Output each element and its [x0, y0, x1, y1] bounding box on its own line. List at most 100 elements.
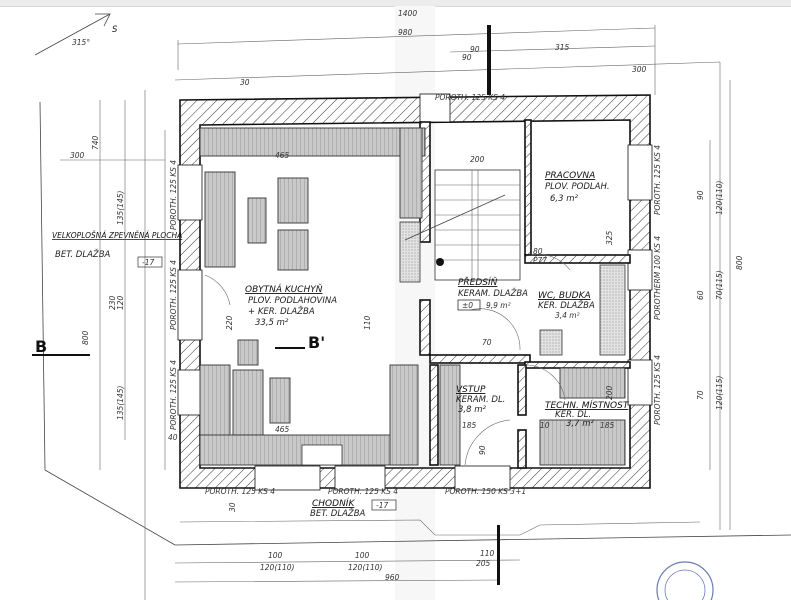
dim-text: 800 [81, 330, 90, 345]
right-dimensions: 800 90 120(110) 60 70(115) 70 120(115) [696, 80, 744, 530]
site-lines [39, 61, 791, 600]
window-right-2 [627, 249, 653, 291]
dim-text: P77 [533, 256, 547, 265]
room-entry: VSTUP KERAM. DL. 3,8 m² 185 90 [456, 385, 505, 455]
outer-walls [177, 93, 653, 491]
window-label: POROTH. 125 KS 4 [169, 360, 178, 430]
dim-text: 90 [462, 53, 472, 62]
dim-text: 315 [555, 43, 570, 52]
room-floor: + KER. DLAŽBA [248, 305, 315, 317]
dim-text: 100 [355, 551, 370, 560]
dim-text: 200 [470, 155, 485, 164]
door-swings [204, 254, 571, 466]
dim-text: 135(145) [116, 190, 125, 225]
room-floor: PLOV. PODLAHOVINA [248, 296, 337, 306]
dim-text: 80 [533, 247, 543, 256]
window-bottom-1 [254, 465, 321, 491]
walkway-label: CHODNÍK [312, 497, 355, 509]
window-label: POROTH. 125 KS 4 [653, 145, 662, 215]
window-label: POROTH. 125 KS 4 [435, 93, 505, 102]
room-name: PRACOVNA [545, 171, 595, 181]
window-label: POROTH. 125 KS 4 [205, 487, 275, 496]
section-marker-a [487, 25, 491, 95]
window-label: POROTH. 150 KS 3+1 [445, 487, 526, 496]
north-label: S [112, 25, 118, 35]
room-kitchen: OBYTNÁ KUCHYŇ PLOV. PODLAHOVINA + KER. D… [225, 151, 372, 434]
angle-label: 315° [72, 38, 90, 47]
dim-text: 230 [108, 295, 117, 310]
room-name: WC, BUDKA [538, 291, 591, 301]
section-b-prime-label: B' [308, 333, 325, 352]
room-floor: PLOV. PODLAH. [545, 182, 610, 192]
north-arrow: S 315° [34, 13, 118, 56]
entrance-door[interactable] [454, 465, 511, 491]
left-dimensions: 300 740 800 230 120 135(145) 135(145) 40 [60, 100, 178, 470]
level-text: ±0 [462, 301, 473, 310]
dim-text: 10 [540, 421, 550, 430]
dim-text: 40 [168, 433, 178, 442]
dim-text: 465 [275, 151, 290, 160]
section-marker-a-bottom [497, 525, 500, 585]
room-name: PŘEDSÍŇ [458, 276, 498, 288]
window-label: POROTHERM 100 KS 4 [653, 236, 662, 320]
dim-text: 70(115) [715, 270, 724, 300]
room-area: 6,3 m² [550, 194, 578, 204]
room-floor: KER. DL. [555, 410, 591, 420]
approval-stamp [656, 561, 714, 600]
dim-text: 960 [385, 573, 400, 582]
window-right-3 [627, 359, 653, 406]
room-area: 3,7 m² [566, 419, 594, 429]
room-area: 33,5 m² [255, 318, 289, 328]
paved-area-level: -17 [142, 258, 154, 267]
paved-area-material: BET. DLAŽBA [55, 248, 111, 260]
room-floor: KER. DLAŽBA [538, 299, 595, 311]
room-floor: KERAM. DL. [456, 395, 505, 405]
section-b-label: B [35, 337, 47, 356]
interior-walls [419, 119, 631, 469]
room-study: PRACOVNA PLOV. PODLAH. 6,3 m² 325 80 P77 [533, 171, 614, 265]
room-area: 3,4 m² [555, 311, 580, 320]
exterior-paved-area: VELKOPLOŠNÁ ZPEVNĚNÁ PLOCHA BET. DLAŽBA … [52, 231, 182, 268]
room-floor: KERAM. DLAŽBA [458, 287, 528, 299]
paved-area-label: VELKOPLOŠNÁ ZPEVNĚNÁ PLOCHA [52, 231, 182, 240]
dim-text: 200 [605, 385, 614, 400]
dim-text: 110 [480, 549, 495, 558]
exterior-walkway: CHODNÍK BET. DLAŽBA -17 [310, 497, 397, 519]
room-area: 9,9 m² [486, 301, 511, 310]
door-left[interactable] [177, 269, 203, 341]
furniture [199, 127, 626, 466]
window-bottom-2 [334, 465, 386, 491]
dim-text: 220 [225, 315, 234, 330]
window-left-3 [177, 369, 203, 416]
dim-text: 120(110) [715, 180, 724, 215]
dim-text: 465 [275, 425, 290, 434]
dim-text: 30 [228, 502, 237, 512]
room-name: OBYTNÁ KUCHYŇ [245, 283, 323, 295]
bottom-dimensions: 100 120(110) 100 120(110) 110 205 960 30 [174, 502, 521, 585]
window-label: POROTH. 125 KS 4 [169, 160, 178, 230]
dim-text: 70 [482, 338, 492, 347]
room-tech: TECHN. MÍSTNOST KER. DL. 3,7 m² 185 10 2… [540, 385, 630, 430]
dim-text: 185 [462, 421, 477, 430]
dim-text: 30 [240, 78, 250, 87]
dim-text: 980 [398, 28, 413, 37]
room-name: TECHN. MÍSTNOST [545, 399, 630, 411]
dim-text: 120 [116, 295, 125, 310]
window-label: POROTH. 125 KS 4 [653, 355, 662, 425]
dim-text: 325 [605, 230, 614, 245]
staircase[interactable]: 200 [404, 155, 521, 281]
dim-text: 120(110) [348, 563, 383, 572]
window-label: POROTH. 125 KS 4 [169, 260, 178, 330]
dim-text: 1400 [398, 9, 417, 18]
dim-text: 90 [470, 45, 480, 54]
section-markers: B B' [32, 333, 325, 356]
dim-text: 300 [70, 151, 85, 160]
dim-text: 100 [268, 551, 283, 560]
dim-text: 120(115) [715, 375, 724, 410]
window-label: POROTH. 125 KS 4 [328, 487, 398, 496]
room-area: 3,8 m² [458, 405, 486, 415]
dim-text: 300 [632, 65, 647, 74]
top-dimensions: 1400 980 90 90 315 300 30 [177, 9, 656, 95]
dim-text: 60 [696, 290, 705, 300]
